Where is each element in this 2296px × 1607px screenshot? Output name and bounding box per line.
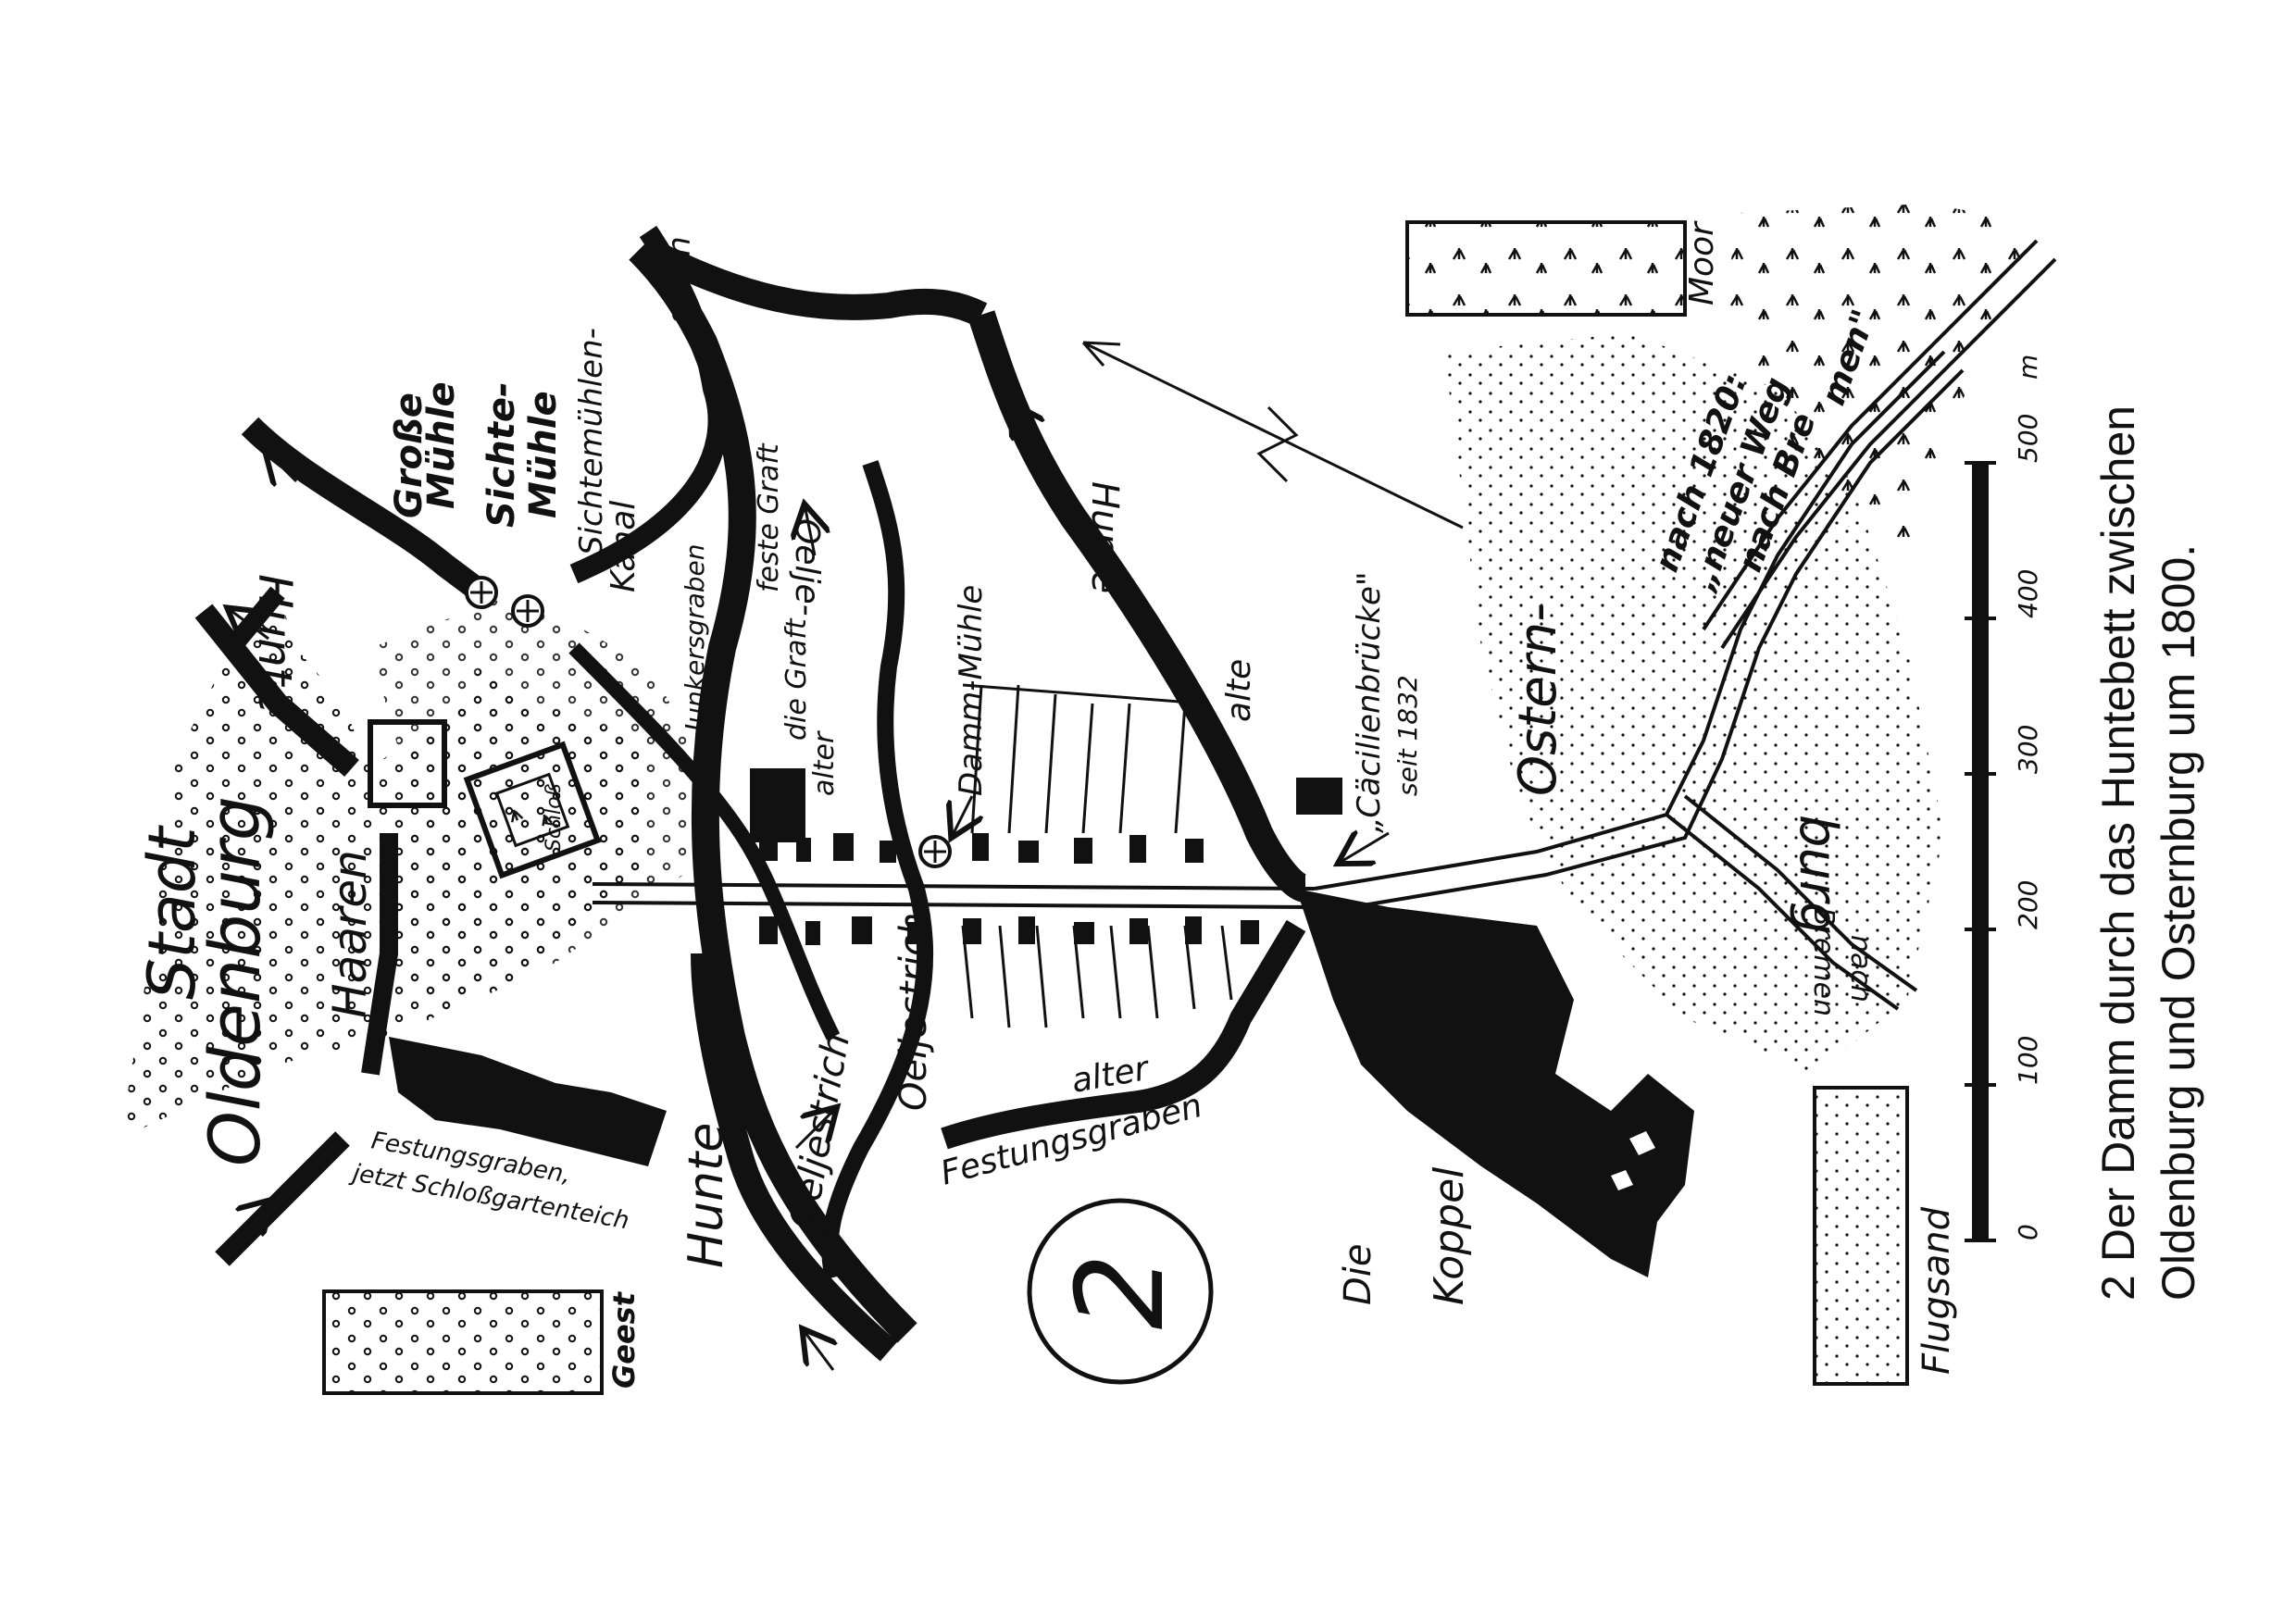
road-nach-bremen-2 [1683, 794, 1918, 992]
scale-ticks [1965, 461, 1996, 1242]
label-burg: burg [1788, 815, 1848, 935]
label-flugsand: Flugsand [1915, 1206, 1958, 1375]
koppel-island-3 [1611, 1170, 1633, 1190]
schlossgartenteich [389, 1037, 667, 1166]
label-oelje-top: Oelje- [788, 518, 826, 617]
schloss-inner [494, 772, 570, 848]
label-oeljestrich-mid: Oeljestrich [892, 913, 935, 1111]
large-building-damm [750, 768, 805, 842]
hunte-lower [691, 953, 898, 1362]
north-arrow-icon [1081, 341, 1464, 529]
label-hunte-bottom: Hunte [679, 1123, 734, 1268]
scale-tick-0: 0 [2013, 1224, 2043, 1240]
damm-road [592, 882, 1316, 891]
label-sichte: Sichte- [480, 381, 523, 528]
label-oldenburg: Oldenburg [193, 796, 276, 1166]
damm-road-2 [592, 901, 1316, 909]
alter-festungsgraben [941, 919, 1306, 1150]
damm-muehle-icon [918, 835, 952, 868]
alte-hunte [967, 310, 1309, 903]
legend-geest-box [322, 1289, 604, 1395]
scale-tick-100: 100 [2013, 1036, 2043, 1085]
label-muehle-2: Mühle [522, 391, 565, 518]
flow-arrows [231, 407, 1390, 1371]
label-alter-top: alter [808, 730, 841, 796]
label-oeljestrich-bottom: Oeljestrich [782, 1030, 859, 1233]
legend-moor-box [1405, 220, 1687, 317]
scale-tick-400: 400 [2013, 569, 2043, 618]
label-strich: strich [661, 236, 698, 324]
map-number-circle [1027, 1198, 1214, 1385]
label-nach-bremen-a: nach [1844, 935, 1877, 1003]
label-hunte-right: Hunte [1083, 481, 1126, 593]
label-junkersgraben: Junkersgraben [680, 544, 710, 736]
scale-unit: m [2013, 355, 2043, 380]
label-muehle-1: Mühle [420, 381, 463, 509]
koppel-island-2 [1629, 1131, 1655, 1155]
label-kanal: Kanal [605, 501, 643, 592]
label-schloss: Schloß [543, 784, 566, 852]
scale-labels: 0 100 200 300 400 500 m [2013, 355, 2043, 1240]
label-die: Die [1337, 1243, 1379, 1305]
label-feste-graft: feste Graft [753, 442, 785, 592]
label-sichtemuehlen: Sichtemühlen- [573, 328, 610, 555]
schloss-building [463, 741, 602, 879]
label-haaren: Haaren [323, 850, 377, 1018]
label-hunte-top: Hunte [248, 574, 302, 714]
label-moor: Moor [1683, 220, 1721, 305]
label-koppel: Koppel [1426, 1166, 1473, 1305]
parcel-lines-south [961, 925, 1233, 1028]
hunte-southwest [215, 1131, 350, 1266]
label-damm-muehle: Damm-Mühle [953, 585, 990, 796]
scale-tick-300: 300 [2013, 725, 2043, 774]
oeljestrich-channel [821, 460, 934, 1280]
hunte-north [642, 238, 988, 327]
road-nach-bremen [1665, 813, 1900, 1011]
sichtemuehlen-strich [569, 225, 729, 584]
grosse-muehle-icon [465, 576, 498, 609]
koppel-island-1 [1592, 1081, 1624, 1107]
road-neuer-weg [1702, 239, 2039, 631]
label-stadt: Stadt [134, 825, 210, 1000]
moor-area [1722, 204, 2037, 555]
scale-tick-500: 500 [2013, 414, 2043, 463]
koppel-water [1296, 889, 1694, 1277]
road-osternburg-2 [1323, 368, 1965, 914]
kanal [568, 642, 841, 1040]
sichte-muehle-icon [511, 594, 544, 628]
label-geest: Geest [606, 1290, 642, 1389]
label-seit-1832: seit 1832 [1392, 675, 1423, 796]
flugsand-area [1444, 333, 1944, 1074]
label-nach-bremen-b: Bremen [1807, 907, 1840, 1016]
scale-bar [1972, 463, 1989, 1240]
label-grosse: Große [388, 392, 430, 518]
caecilien-building [1296, 778, 1342, 815]
scale-tick-200: 200 [2013, 880, 2043, 929]
label-ostern: Ostern- [1508, 604, 1568, 796]
label-alte: alte [1220, 659, 1258, 722]
festungsgraben-west [361, 833, 398, 1076]
parcel-lines-north [962, 683, 1204, 834]
label-die-graft: die Graft [780, 617, 813, 741]
road-neuer-weg-2 [1720, 257, 2057, 650]
caption-line-1: 2 Der Damm durch das Huntebett zwischen [2092, 405, 2144, 1301]
road-osternburg [1314, 350, 1946, 891]
label-caecilienbruecke: „Cäcilienbrücke" [1351, 571, 1388, 833]
haaren-building [368, 719, 447, 808]
caption-line-2: Oldenburg und Osternburg um 1800. [2152, 544, 2204, 1301]
map-number: 2 [1050, 1253, 1191, 1330]
legend-flugsand-box [1813, 1086, 1909, 1386]
